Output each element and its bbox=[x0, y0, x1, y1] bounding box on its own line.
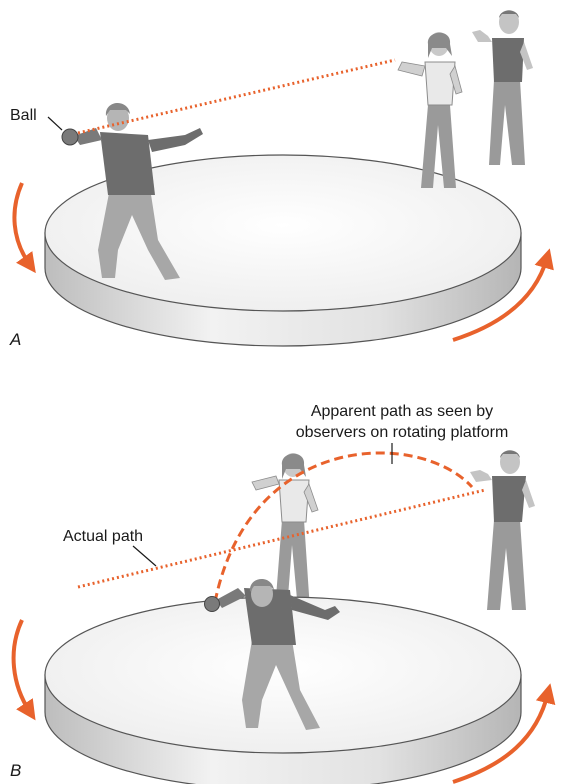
rotation-arrow-left-b bbox=[14, 620, 30, 712]
actual-path-label: Actual path bbox=[63, 528, 143, 545]
apparent-path-label-line1: Apparent path as seen by bbox=[311, 403, 493, 420]
observer-man-a bbox=[472, 10, 533, 165]
ball-b bbox=[205, 597, 220, 612]
panel-a: Ball A bbox=[9, 10, 547, 349]
throw-path-a bbox=[78, 60, 395, 133]
ball-a bbox=[62, 129, 78, 145]
panel-a-letter: A bbox=[9, 330, 21, 349]
rotation-arrow-left-a bbox=[14, 183, 30, 265]
actual-path-leader bbox=[133, 546, 156, 566]
ball-leader-line bbox=[48, 117, 62, 130]
panel-b: Apparent path as seen by observers on ro… bbox=[10, 403, 548, 784]
apparent-path-curve bbox=[215, 453, 472, 602]
apparent-path-label-line2: observers on rotating platform bbox=[296, 424, 509, 441]
observer-woman-a bbox=[398, 32, 462, 188]
panel-b-letter: B bbox=[10, 761, 21, 780]
ball-label: Ball bbox=[10, 107, 37, 124]
observer-man-b bbox=[470, 450, 535, 610]
